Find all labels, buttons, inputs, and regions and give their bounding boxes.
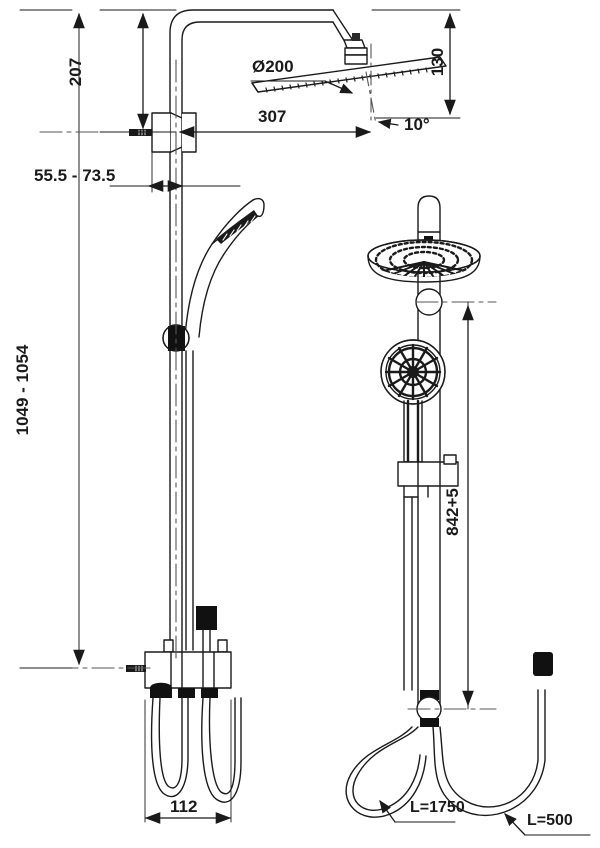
dim-angle-10 [377,118,399,129]
shower-arm-front [417,195,441,246]
shower-arm-side [169,9,353,137]
head-angle-centre-line [365,43,377,125]
hose-riser-side [185,350,194,651]
label-hose-long: L=1750 [410,799,465,816]
mixer-top-stubs-side [163,639,228,653]
outlet-fittings-side [150,682,218,698]
hose-short-front [432,689,546,817]
dim-label-130: 130 [428,48,447,76]
slider-bracket-front [397,454,459,498]
hose-front-pair [403,496,413,691]
dim-label-overall-height: 1049 - 1054 [13,344,32,435]
dim-label-angle-10: 10° [404,115,430,134]
dim-label-207: 207 [66,58,85,86]
hand-shower-spray-pattern [384,343,442,401]
leader-hose-short [504,813,591,836]
shower-head-joint-side [343,33,368,65]
hose-loop-1-side [150,697,189,798]
mixer-body-side [144,651,232,689]
hose-end-fitting-front [533,652,553,676]
dim-label-diameter-200: Ø200 [252,57,294,76]
hose-loop-2-side [201,697,242,803]
label-hose-short: L=500 [527,812,573,829]
dim-label-307: 307 [258,107,286,126]
hose-long-front [345,726,427,818]
leader-hose-long [379,799,456,823]
dim-label-112: 112 [170,797,197,816]
dim-label-wall-offset: 55.5 - 73.5 [34,166,115,185]
dim-label-842: 842+5 [443,488,462,536]
hand-shower-handle-front [403,399,423,464]
head-nozzle-pattern-front [374,240,474,277]
hand-shower-face-slots [222,215,256,241]
riser-pipe-front [417,271,441,707]
hand-shower-face-side [216,210,258,244]
dim-diameter-200 [250,80,354,94]
riser-pipe-side [169,135,183,655]
diverter-handle-side [196,606,217,652]
